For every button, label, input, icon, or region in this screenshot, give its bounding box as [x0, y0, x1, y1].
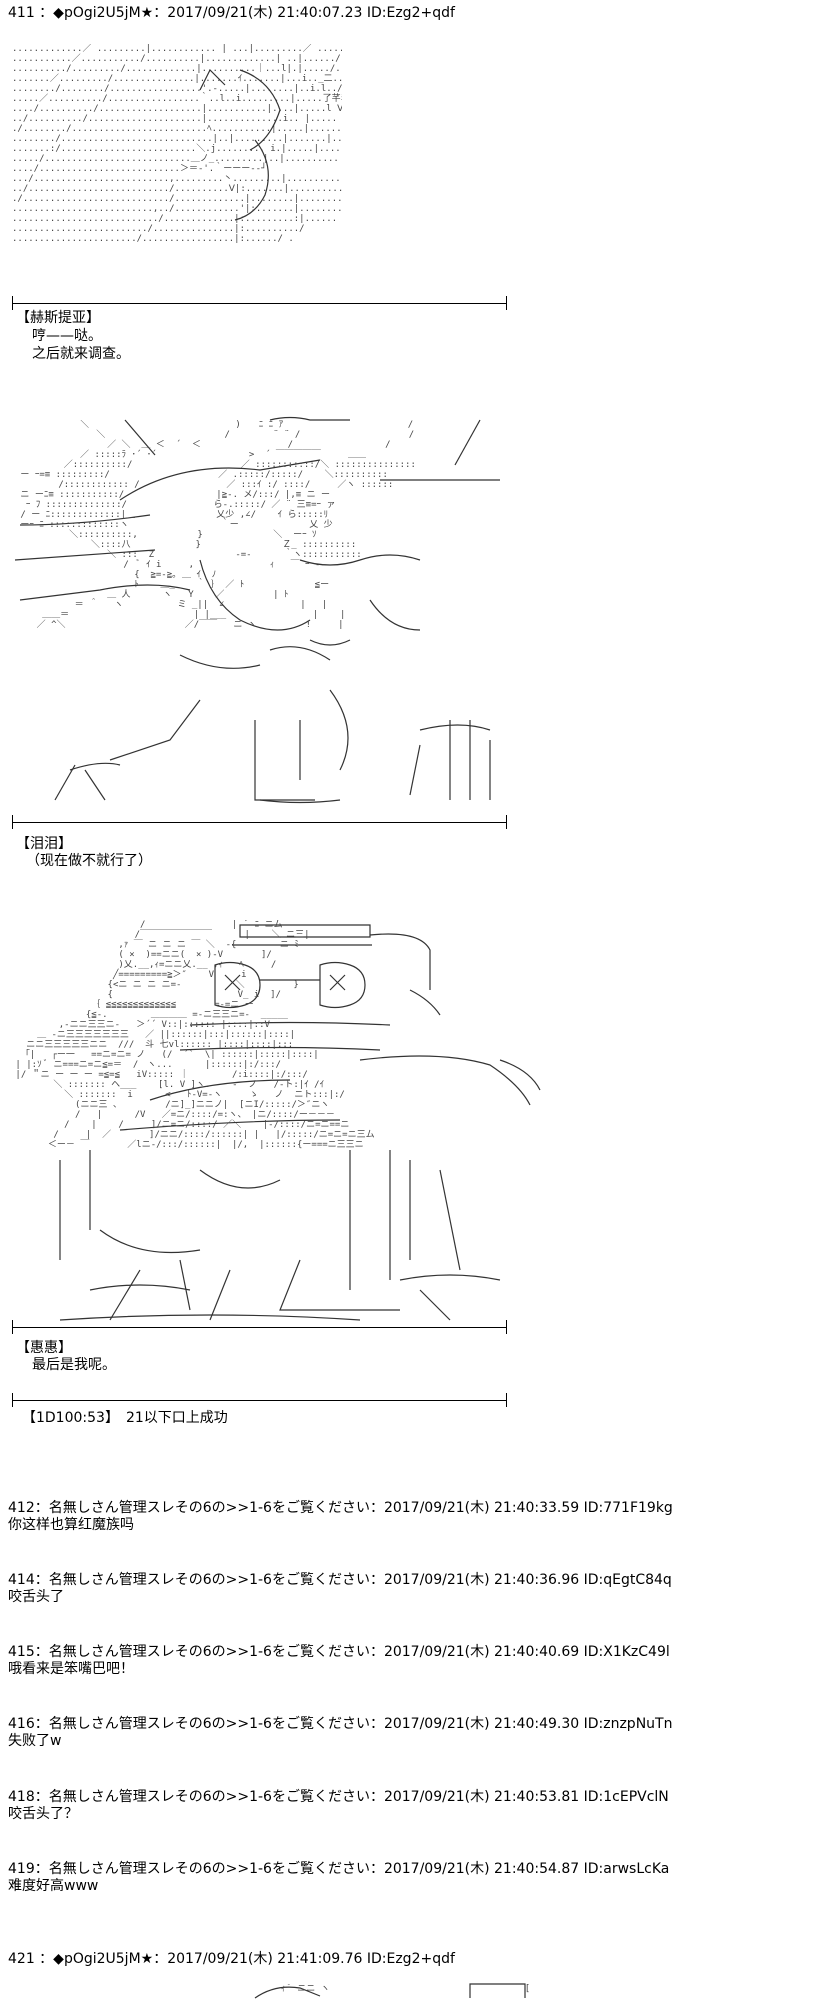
reply-header: 419：名無しさん管理スレその6の>>1-6をご覧ください：2017/09/21…: [8, 1861, 670, 1877]
reply-body: 咬舌头了？: [8, 1806, 78, 1822]
ascii-art-megumin: /￣￣￣￣￣￣￣￣￣ | ﾞ ﾆ ニム /￣￣￣￣￣￣￣￣ | ＼ ニ三| ,ｧ…: [15, 920, 375, 1150]
divider-end-tick: [506, 296, 507, 310]
speaker-label: 【泪泪】: [16, 836, 72, 852]
speaker-label: 【惠惠】: [16, 1340, 72, 1356]
dice-roll-result: 【1D100:53】 21以下口上成功: [22, 1410, 228, 1426]
post-header: 421 ：◆pOgi2U5jM★：2017/09/21(木) 21:41:09.…: [8, 1951, 455, 1967]
divider-end-tick: [12, 1320, 13, 1334]
reply-header: 412：名無しさん管理スレその6の>>1-6をご覧ください：2017/09/21…: [8, 1500, 673, 1516]
ascii-art-hestia: .............／ .........|............ | …: [12, 44, 342, 244]
divider-end-tick: [506, 815, 507, 829]
reply-body: 难度好高www: [8, 1878, 99, 1894]
divider: [12, 822, 506, 823]
reply-header: 416：名無しさん管理スレその6の>>1-6をご覧ください：2017/09/21…: [8, 1716, 673, 1732]
reply-header: 414：名無しさん管理スレその6の>>1-6をご覧ください：2017/09/21…: [8, 1572, 672, 1588]
divider-end-tick: [506, 1320, 507, 1334]
post-header: 411 ：◆pOgi2U5jM★：2017/09/21(木) 21:40:07.…: [8, 5, 455, 21]
divider: [12, 1400, 506, 1401]
divider-end-tick: [12, 815, 13, 829]
ascii-art-lele: ＼ )￣￣ﾆ ﾆ ｱ / ＼ / ¨ ¨ / / ／ ＼ ＿ ＜ ´ ＜ /: [20, 420, 416, 630]
reply-body: 咬舌头了: [8, 1589, 64, 1605]
dialogue-line: 最后是我呢。: [32, 1357, 116, 1373]
dialogue-line: 哼——哒。: [32, 328, 102, 344]
reply-body: 哦看来是笨嘴巴吧！: [8, 1661, 134, 1677]
dialogue-line: （现在做不就行了）: [26, 853, 152, 869]
reply-header: 415：名無しさん管理スレその6の>>1-6をご覧ください：2017/09/21…: [8, 1644, 670, 1660]
divider-end-tick: [506, 1393, 507, 1407]
reply-body: 你这样也算红魔族吗: [8, 1517, 134, 1533]
divider: [12, 1327, 506, 1328]
reply-header: 418：名無しさん管理スレその6の>>1-6をご覧ください：2017/09/21…: [8, 1789, 669, 1805]
divider-end-tick: [12, 1393, 13, 1407]
reply-body: 失败了w: [8, 1733, 62, 1749]
divider: [12, 303, 506, 304]
speaker-label: 【赫斯提亚】: [16, 310, 100, 326]
divider-end-tick: [12, 296, 13, 310]
ascii-art-fragment: ｨ ﾞ ニニ ヽ [ : : : : : : :]: [280, 1984, 530, 1994]
dialogue-line: 之后就来调查。: [32, 346, 130, 362]
